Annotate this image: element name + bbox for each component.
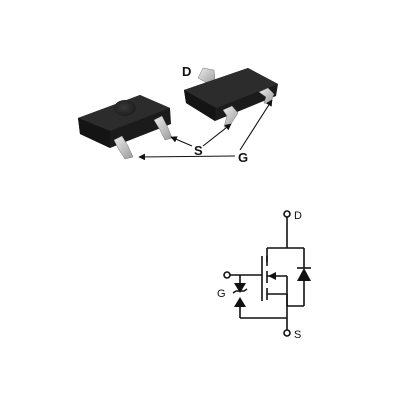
drain-terminal xyxy=(283,210,291,218)
package-label-drain: D xyxy=(182,64,191,79)
body-arrow xyxy=(268,272,276,280)
gate-pointer-2 xyxy=(239,99,273,151)
package-illustration: D S G xyxy=(78,64,278,165)
schematic-label-drain: D xyxy=(294,210,302,222)
pointer-lines xyxy=(138,99,273,161)
body-diode xyxy=(297,268,311,281)
package-label-source: S xyxy=(194,143,203,158)
source-terminal xyxy=(283,329,291,337)
package-label-gate: G xyxy=(238,150,248,165)
schematic-label-source: S xyxy=(294,329,301,341)
zener-top xyxy=(234,283,246,293)
mosfet-schematic xyxy=(223,210,311,337)
gate-lead-left xyxy=(113,135,134,160)
sot23-package-right xyxy=(184,67,278,128)
pin1-dimple xyxy=(114,100,136,116)
zener-bottom xyxy=(234,297,246,307)
source-pointer-2 xyxy=(202,123,232,147)
source-pointer-1 xyxy=(170,136,193,147)
schematic-label-gate: G xyxy=(217,288,226,300)
gate-pointer-1 xyxy=(138,153,236,161)
sot23-package-left xyxy=(78,95,173,160)
gate-terminal xyxy=(223,271,231,279)
